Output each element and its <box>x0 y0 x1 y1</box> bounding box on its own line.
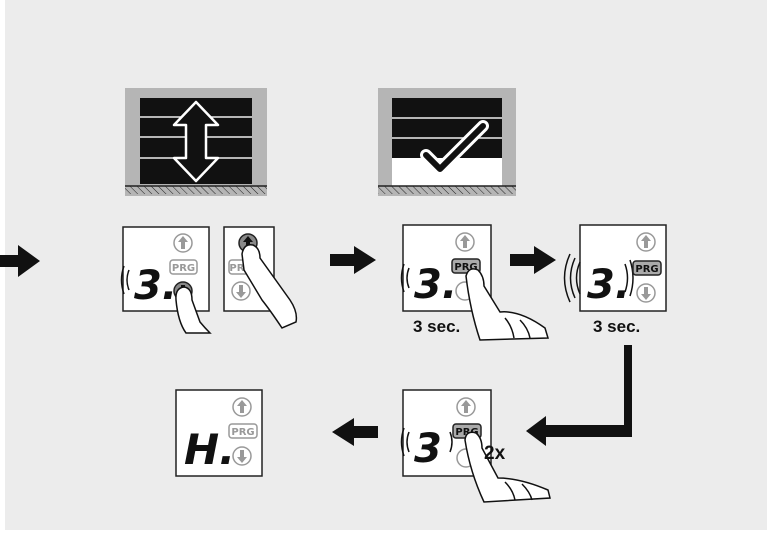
digit-display: 3 <box>414 426 442 472</box>
control-unit-step4: 3 PRG <box>402 390 551 502</box>
up-arrow-button-icon <box>456 233 474 251</box>
up-arrow-button-icon <box>457 398 475 416</box>
step4-repeat-label: 2x <box>484 444 505 463</box>
arrow-right-icon <box>0 245 40 277</box>
control-unit-step1b: PRG <box>224 227 296 328</box>
control-unit-step5: H. PRG <box>176 390 262 476</box>
down-arrow-button-icon <box>233 447 251 465</box>
step2-duration-label: 3 sec. <box>413 318 460 335</box>
prg-button-label: PRG <box>635 264 658 275</box>
arrow-down-left-connector <box>526 345 632 446</box>
arrow-right-icon <box>330 246 376 274</box>
step3-duration-label: 3 sec. <box>593 318 640 335</box>
garage-door-moving <box>125 88 267 196</box>
digit-display: 3. <box>587 262 630 308</box>
down-arrow-button-icon <box>232 282 250 300</box>
prg-button-label: PRG <box>231 427 254 438</box>
arrow-left-icon <box>332 418 378 446</box>
digit-display: 3. <box>414 262 457 308</box>
finger-press-icon <box>465 432 550 502</box>
arrow-right-icon <box>510 246 556 274</box>
up-arrow-button-icon <box>174 234 192 252</box>
control-unit-step3: 3. PRG <box>565 225 667 311</box>
prg-button-label: PRG <box>172 263 195 274</box>
garage-door-confirmed <box>378 88 516 196</box>
up-arrow-button-icon <box>637 233 655 251</box>
down-arrow-button-icon <box>637 284 655 302</box>
control-unit-step1: 3. PRG <box>122 227 211 333</box>
digit-display: H. <box>184 425 235 474</box>
up-arrow-button-icon <box>233 398 251 416</box>
finger-press-icon <box>466 269 548 340</box>
